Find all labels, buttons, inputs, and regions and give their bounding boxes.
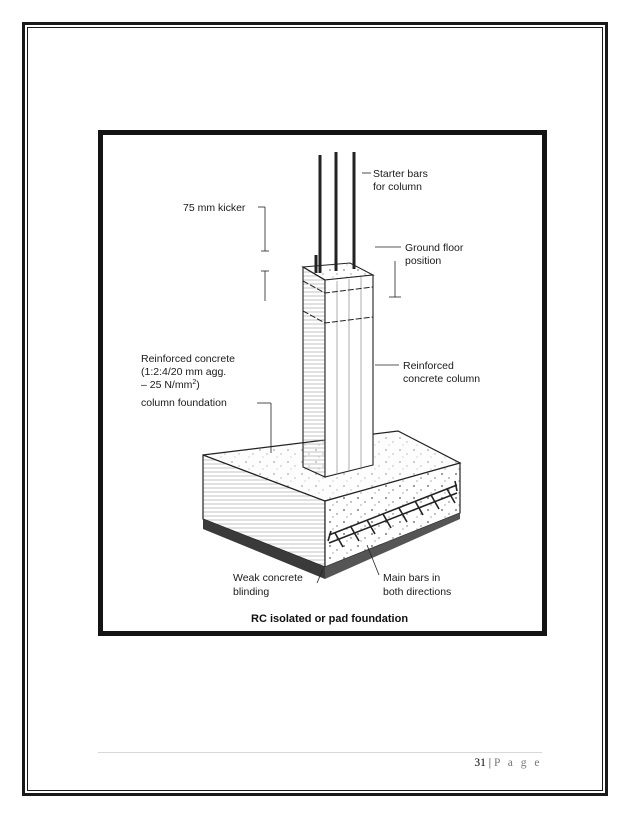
page-word: P a g e (493, 757, 542, 769)
label-rc-column-2: concrete column (403, 373, 480, 385)
label-rc-foundation-3-main: – 25 N/mm (141, 379, 193, 391)
page-footer: 31 | P a g e (474, 757, 542, 769)
label-rc-foundation-4: column foundation (141, 397, 227, 409)
footer-separator: | (485, 757, 494, 769)
label-rc-foundation-3-sup: 2 (192, 379, 196, 386)
figure-frame: Starter bars for column 75 mm kicker Gro… (98, 130, 547, 636)
label-ground-floor: Ground floor (405, 242, 464, 254)
rc-column (301, 262, 375, 478)
label-blinding-1: Weak concrete (233, 572, 303, 584)
label-starter-bars-2: for column (373, 181, 422, 193)
blinding-layer (203, 513, 460, 579)
label-kicker: 75 mm kicker (183, 202, 246, 214)
figure-caption: RC isolated or pad foundation (251, 613, 408, 625)
diagram-svg: Starter bars for column 75 mm kicker Gro… (141, 152, 480, 625)
label-starter-bars: Starter bars (373, 168, 428, 180)
label-rc-foundation-3-end: ) (196, 379, 200, 391)
diagram-labels: Starter bars for column 75 mm kicker Gro… (141, 168, 480, 625)
leader-lines (257, 172, 401, 584)
label-rc-column-1: Reinforced (403, 360, 454, 372)
label-rc-foundation-1: Reinforced concrete (141, 353, 235, 365)
foundation-diagram: Starter bars for column 75 mm kicker Gro… (103, 135, 542, 631)
page-number: 31 (474, 757, 486, 769)
pad-foundation (202, 430, 462, 568)
starter-bars (314, 152, 356, 273)
page-border (22, 22, 608, 796)
footer-rule (98, 752, 542, 753)
label-ground-floor-2: position (405, 255, 441, 267)
label-main-bars-2: both directions (383, 586, 451, 598)
label-main-bars-1: Main bars in (383, 572, 440, 584)
label-rc-foundation-2: (1:2:4/20 mm agg. (141, 366, 226, 378)
label-rc-foundation-3: – 25 N/mm2) (141, 379, 200, 391)
main-bars-mesh (327, 480, 458, 548)
label-blinding-2: blinding (233, 586, 269, 598)
